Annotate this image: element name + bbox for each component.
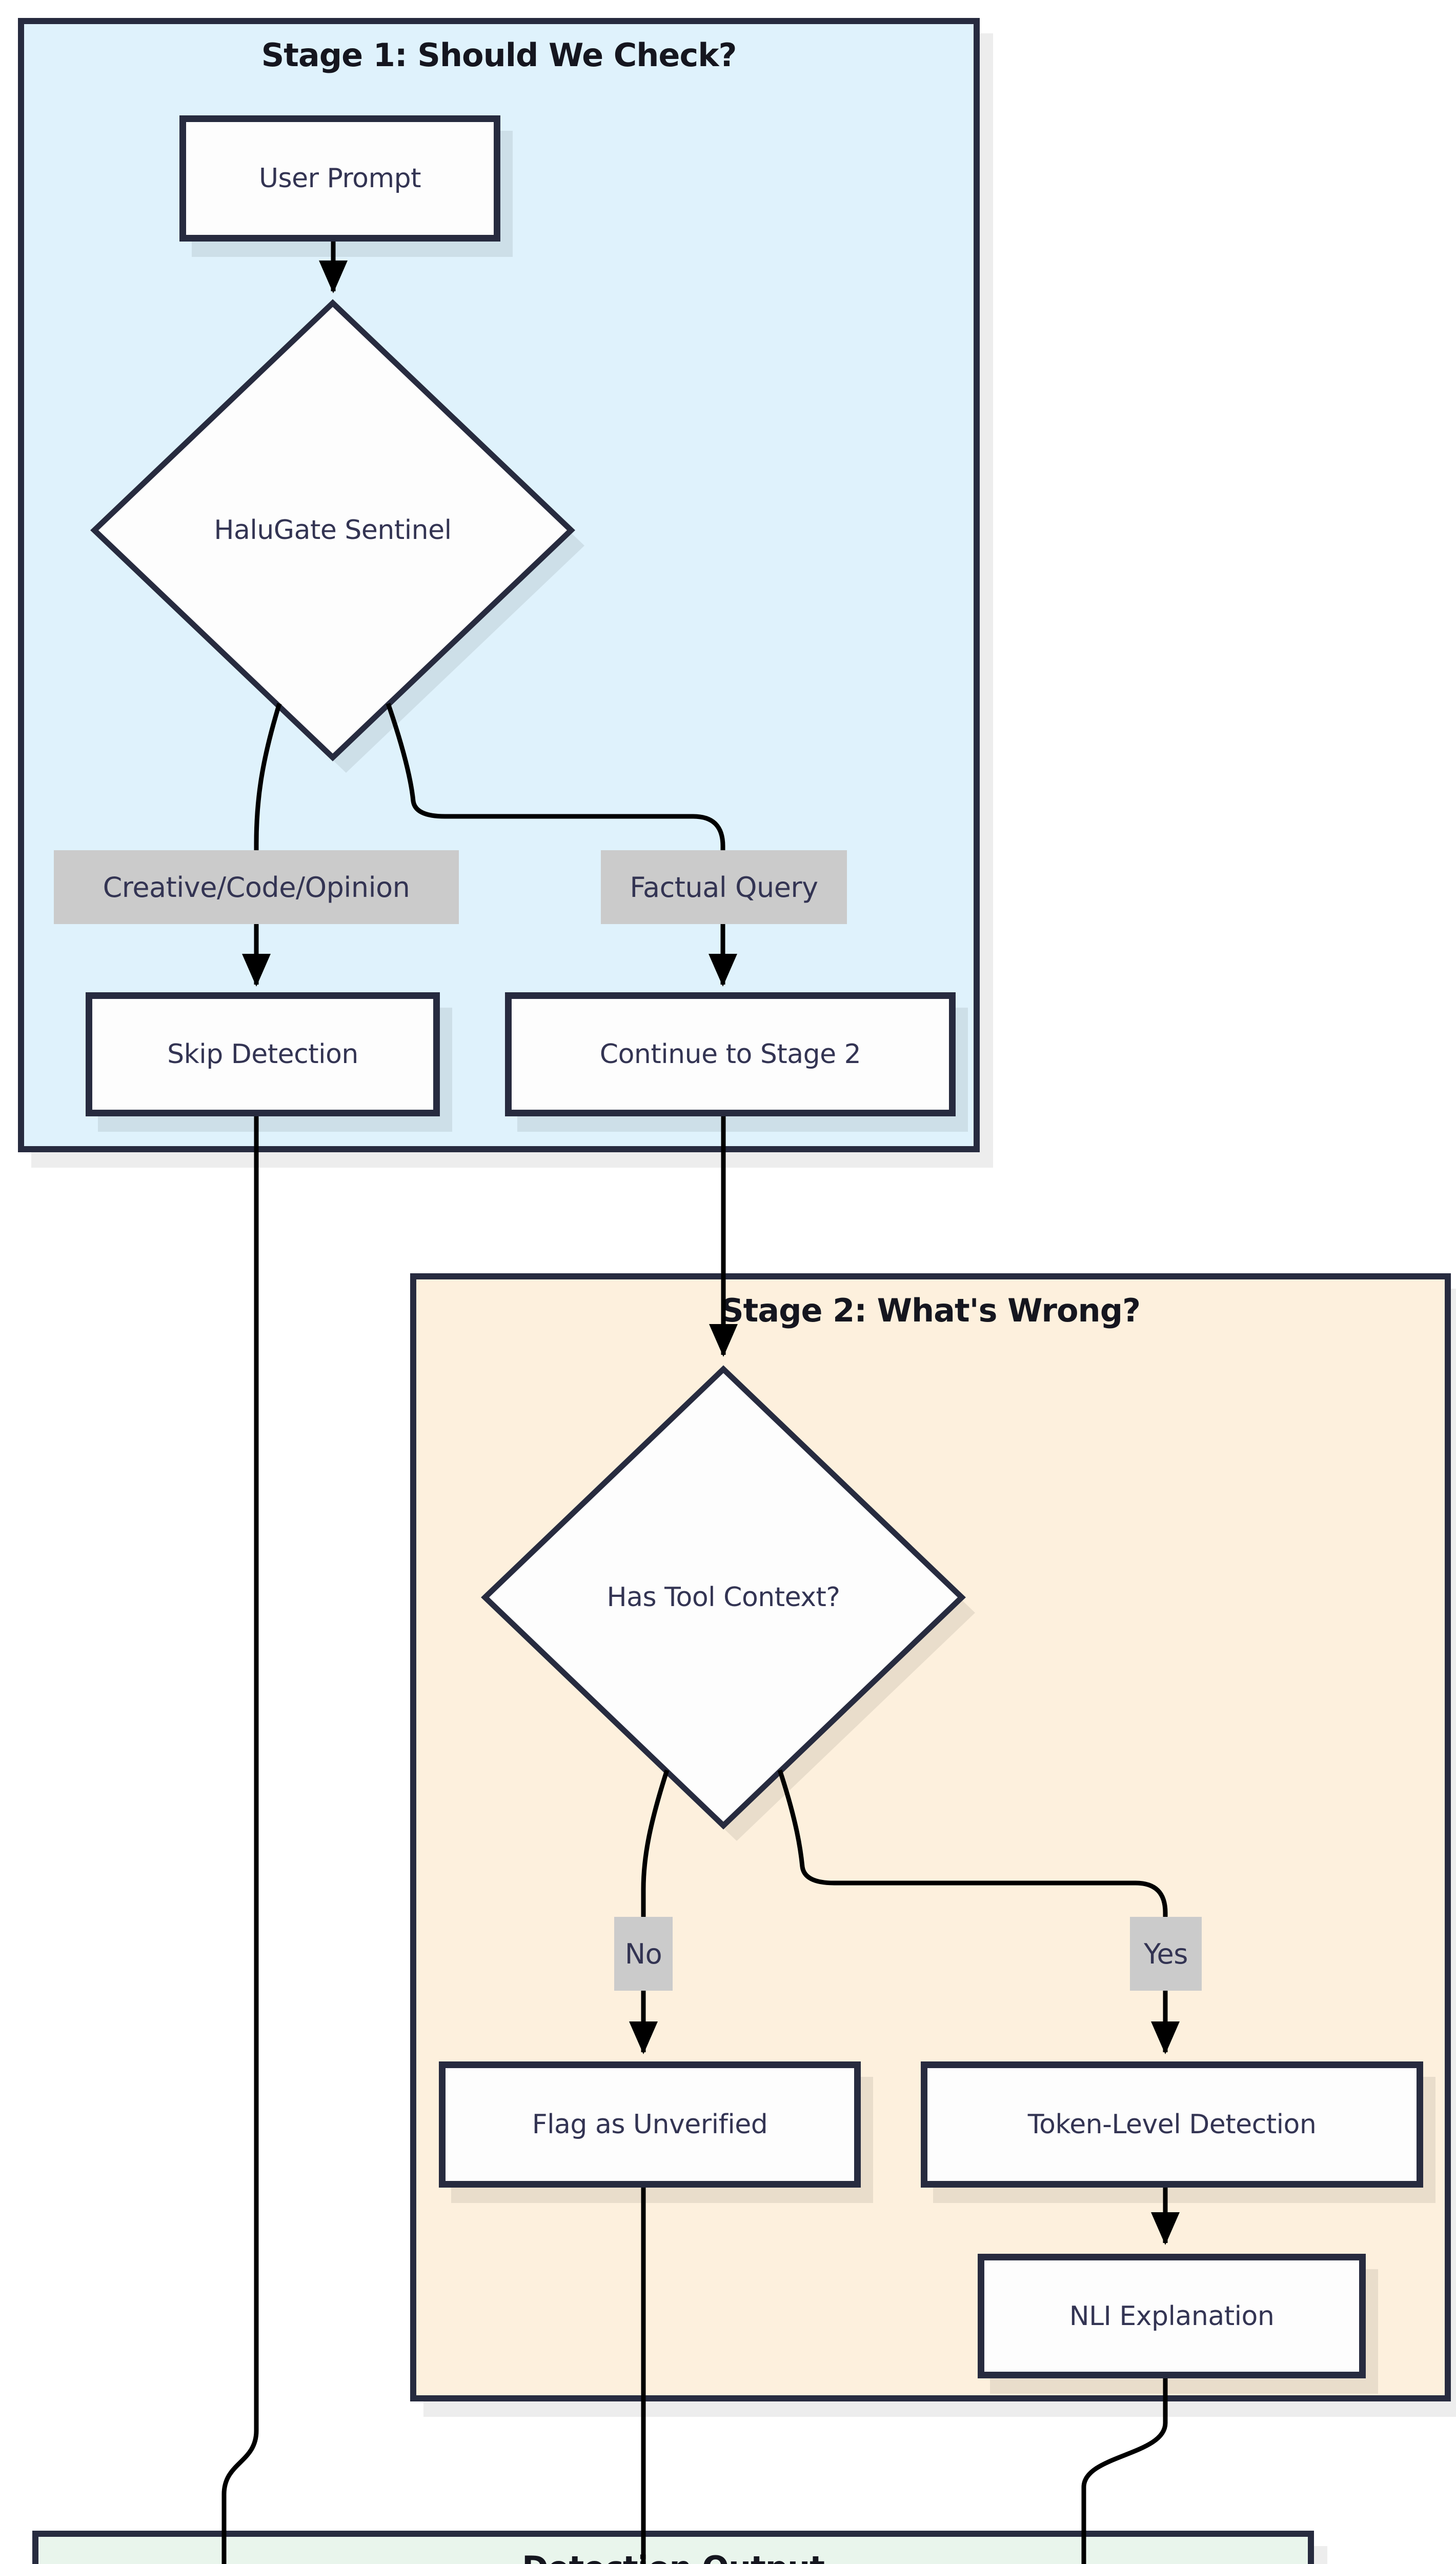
- stage2-title: Stage 2: What's Wrong?: [720, 1292, 1141, 1329]
- node-continue-stage2: Continue to Stage 2: [505, 992, 956, 1116]
- edge-label-factual: Factual Query: [601, 850, 847, 924]
- node-nli-explanation: NLI Explanation: [978, 2254, 1366, 2378]
- detection-output-container: Detection Output: [32, 2531, 1314, 2564]
- edge-label-no: No: [614, 1917, 673, 1991]
- node-skip-detection: Skip Detection: [86, 992, 440, 1116]
- edge-skip-to-pass: [221, 1105, 259, 2564]
- detection-output-title: Detection Output: [38, 2537, 1308, 2564]
- node-user-prompt: User Prompt: [179, 115, 500, 242]
- edge-label-creative: Creative/Code/Opinion: [54, 850, 459, 924]
- node-flag-unverified: Flag as Unverified: [439, 2061, 861, 2188]
- stage1-title: Stage 1: Should We Check?: [261, 36, 737, 74]
- node-token-level-detection: Token-Level Detection: [921, 2061, 1423, 2188]
- stage2-container: Stage 2: What's Wrong?: [410, 1273, 1451, 2401]
- edge-label-yes: Yes: [1130, 1917, 1202, 1991]
